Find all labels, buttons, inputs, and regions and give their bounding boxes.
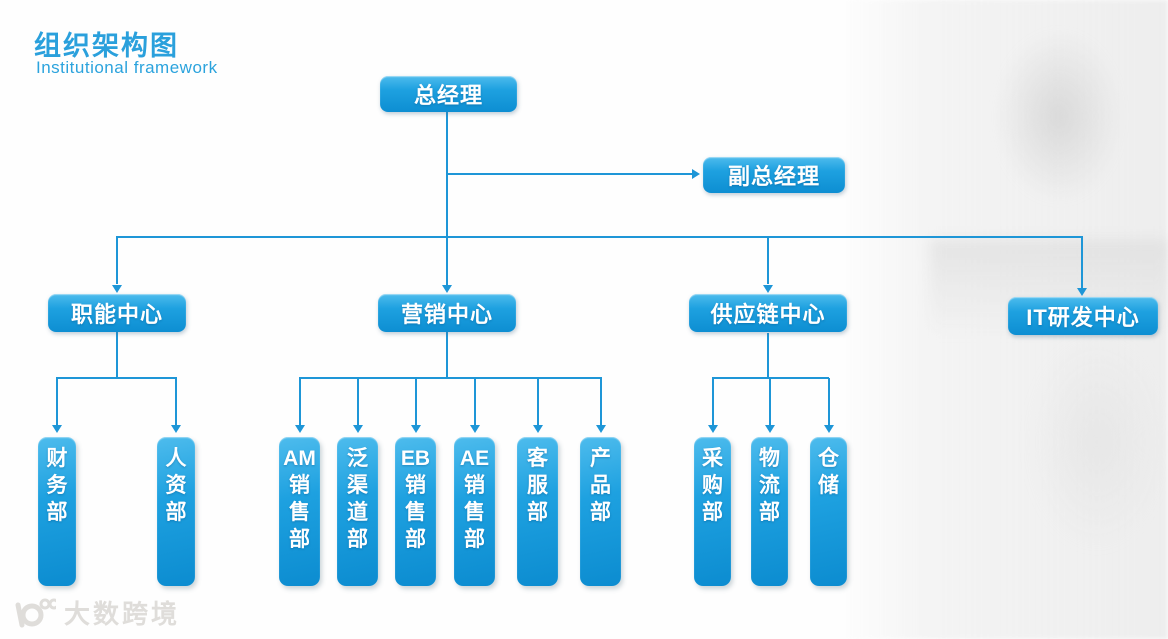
node-it-rd-center: IT研发中心 xyxy=(1008,297,1158,335)
connector-line xyxy=(357,378,359,425)
node-eb-sales-dept: EB 销 售 部 xyxy=(395,437,436,586)
node-marketing-center: 营销中心 xyxy=(378,294,516,332)
page-title: 组织架构图 xyxy=(34,31,179,61)
arrow-down-icon xyxy=(824,425,834,433)
arrow-down-icon xyxy=(1077,288,1087,296)
connector-line xyxy=(1081,237,1083,288)
page-subtitle: Institutional framework xyxy=(36,58,218,77)
node-customer-service-dept: 客 服 部 xyxy=(517,437,558,586)
arrow-down-icon xyxy=(442,285,452,293)
connector-line xyxy=(767,333,769,378)
background-lower-shape xyxy=(990,330,1168,610)
connector-line xyxy=(175,378,177,425)
connector-line xyxy=(712,378,714,425)
arrow-right-icon xyxy=(692,169,700,179)
arrow-down-icon xyxy=(765,425,775,433)
connector-line xyxy=(116,332,118,378)
arrow-down-icon xyxy=(470,425,480,433)
arrow-down-icon xyxy=(763,285,773,293)
connector-line xyxy=(828,378,830,425)
connector-line xyxy=(415,378,417,425)
connector-line xyxy=(446,112,448,285)
connector-line xyxy=(299,377,602,379)
connector-line xyxy=(116,237,118,284)
node-logistics-dept: 物 流 部 xyxy=(751,437,788,586)
connector-line xyxy=(56,378,58,425)
watermark-brand-text: 大数跨境 xyxy=(64,599,181,629)
arrow-down-icon xyxy=(353,425,363,433)
connector-line xyxy=(446,332,448,378)
watermark: 大数跨境 xyxy=(12,594,180,631)
node-product-dept: 产 品 部 xyxy=(580,437,621,586)
node-supply-chain-center: 供应链中心 xyxy=(689,294,847,332)
connector-line xyxy=(537,378,539,425)
connector-line xyxy=(116,236,1083,238)
arrow-down-icon xyxy=(171,425,181,433)
arrow-down-icon xyxy=(112,285,122,293)
node-functional-center: 职能中心 xyxy=(48,294,186,332)
node-deputy-general-manager: 副总经理 xyxy=(703,157,845,193)
connector-line xyxy=(56,377,177,379)
arrow-down-icon xyxy=(52,425,62,433)
dashukuajing-logo-icon xyxy=(15,598,56,627)
connector-line xyxy=(474,378,476,425)
arrow-down-icon xyxy=(295,425,305,433)
node-warehouse-dept: 仓 储 xyxy=(810,437,847,586)
connector-line xyxy=(769,378,771,425)
node-hr-dept: 人 资 部 xyxy=(157,437,195,586)
arrow-down-icon xyxy=(708,425,718,433)
arrow-down-icon xyxy=(596,425,606,433)
connector-line xyxy=(447,173,692,175)
connector-line xyxy=(767,237,769,284)
node-ae-sales-dept: AE 销 售 部 xyxy=(454,437,495,586)
node-finance-dept: 财 务 部 xyxy=(38,437,76,586)
node-general-manager: 总经理 xyxy=(380,76,517,112)
arrow-down-icon xyxy=(533,425,543,433)
node-procurement-dept: 采 购 部 xyxy=(694,437,731,586)
arrow-down-icon xyxy=(411,425,421,433)
connector-line xyxy=(299,378,301,425)
node-pan-channel-dept: 泛 渠 道 部 xyxy=(337,437,378,586)
connector-line xyxy=(600,378,602,425)
node-am-sales-dept: AM 销 售 部 xyxy=(279,437,320,586)
